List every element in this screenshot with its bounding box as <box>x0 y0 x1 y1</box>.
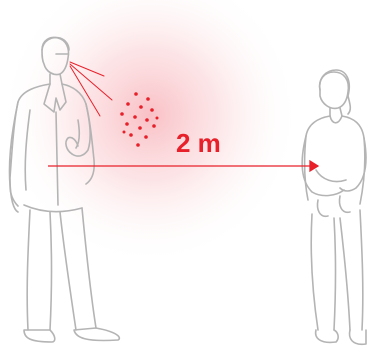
distance-label: 2 m <box>176 128 221 158</box>
